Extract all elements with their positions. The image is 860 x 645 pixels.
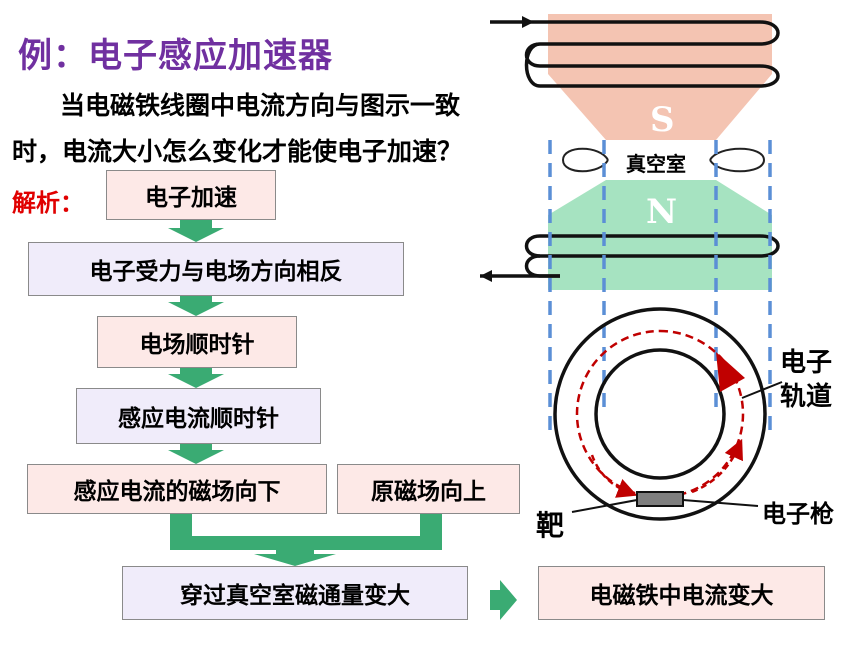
electron-gun-label: 电子枪 bbox=[762, 500, 834, 528]
orbit-arrow-right bbox=[691, 438, 743, 494]
question-line-1: 当电磁铁线圈中电流方向与图示一致 bbox=[60, 91, 461, 120]
flow-arrow-1 bbox=[168, 220, 224, 242]
orbit-label-line2: 轨道 bbox=[780, 382, 833, 412]
bottom-coil bbox=[480, 234, 780, 282]
target-pointer bbox=[571, 499, 638, 513]
flow-step-original-field-up: 原磁场向上 bbox=[337, 464, 520, 514]
analysis-label: 解析： bbox=[12, 189, 84, 217]
n-pole-label: N bbox=[646, 192, 678, 232]
flow-step-electron-accelerate: 电子加速 bbox=[106, 170, 276, 220]
target-label: 靶 bbox=[536, 509, 565, 542]
page-title: 例：电子感应加速器 bbox=[18, 36, 333, 76]
vacuum-chamber-label: 真空室 bbox=[624, 148, 688, 177]
s-pole-label: S bbox=[650, 100, 675, 140]
merge-bar-left bbox=[170, 514, 192, 536]
flow-step-induced-field-down: 感应电流的磁场向下 bbox=[27, 464, 327, 514]
orbit-label-line1: 电子 bbox=[780, 348, 833, 378]
flow-arrow-3 bbox=[168, 368, 224, 388]
top-coil bbox=[490, 16, 780, 88]
flow-result-current-increase: 电磁铁中电流变大 bbox=[538, 566, 825, 620]
electron-gun-device bbox=[636, 491, 684, 507]
flow-arrow-2 bbox=[168, 296, 224, 316]
flow-step-induced-current: 感应电流顺时针 bbox=[76, 388, 321, 444]
inner-ring bbox=[594, 348, 726, 480]
orbit-direction-arrow bbox=[716, 352, 745, 392]
orbit-arrow-left bbox=[590, 454, 638, 498]
question-line-2: 时，电流大小怎么变化才能使电子加速？ bbox=[12, 137, 463, 166]
flow-arrow-5 bbox=[254, 550, 336, 566]
orbit-pointer bbox=[741, 381, 783, 399]
flow-arrow-4 bbox=[168, 444, 224, 464]
flow-step-force-opposite: 电子受力与电场方向相反 bbox=[28, 242, 404, 296]
flow-arrow-result bbox=[490, 580, 517, 620]
flow-step-field-clockwise: 电场顺时针 bbox=[97, 316, 297, 368]
merge-bar bbox=[170, 536, 442, 550]
flow-step-flux-increase: 穿过真空室磁通量变大 bbox=[122, 566, 468, 620]
outer-ring bbox=[553, 307, 767, 521]
projection-lines bbox=[548, 140, 772, 430]
merge-bar-right bbox=[420, 514, 442, 536]
gun-pointer bbox=[682, 499, 759, 507]
